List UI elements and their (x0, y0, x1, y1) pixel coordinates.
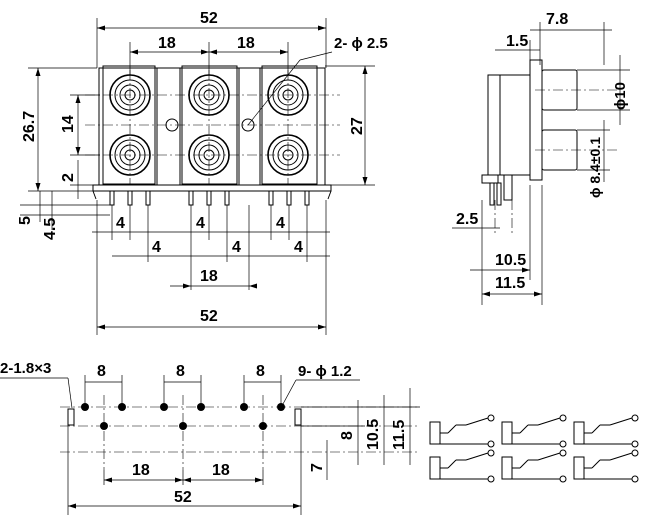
dim-base: 2 (60, 173, 77, 182)
slot-left (67, 408, 75, 426)
dim-pin-gap-a: 4 (116, 215, 125, 232)
dim-pcb-group-b: 18 (212, 462, 230, 479)
dim-pin-pitch: 18 (200, 268, 218, 285)
dim-pin-gap-f: 4 (294, 239, 303, 256)
dim-height: 26.7 (21, 111, 38, 142)
dim-pitch-left: 18 (158, 35, 176, 52)
dim-total-width: 52 (200, 308, 218, 325)
dim-pin-offset: 2.5 (456, 211, 478, 228)
dim-depth-a: 10.5 (495, 252, 526, 269)
schematic-jack-2 (429, 449, 495, 483)
dim-slot: 2-1.8×3 (0, 360, 51, 377)
dim-pcb-group-a: 18 (132, 462, 150, 479)
dim-pcb-pitch-c: 8 (256, 363, 265, 380)
dim-pcb-row-a: 8 (339, 431, 356, 440)
schematic (429, 414, 639, 483)
dim-body-height: 27 (349, 117, 366, 135)
dim-pcb-total: 52 (174, 489, 192, 506)
dim-pin-gap-b: 4 (152, 239, 161, 256)
dim-pitch-right: 18 (237, 35, 255, 52)
schematic-jack-1 (429, 414, 495, 448)
pins-center (188, 190, 230, 206)
dim-depth-b: 11.5 (495, 275, 525, 292)
dim-pin-gap-d: 4 (232, 239, 241, 256)
dim-inner-dia: ϕ 8.4±0.1 (587, 137, 603, 198)
dim-row-pitch: 14 (60, 115, 77, 133)
dim-pcb-pitch-b: 8 (176, 363, 185, 380)
dim-top-width: 52 (200, 10, 218, 27)
schematic-jack-6 (573, 449, 639, 483)
slot-right (294, 408, 302, 426)
dim-pcb-pitch-a: 8 (97, 363, 106, 380)
dim-pcb-offset: 7 (309, 463, 326, 472)
dim-pin-gap-c: 4 (196, 215, 205, 232)
schematic-jack-4 (501, 449, 567, 483)
schematic-jack-3 (501, 414, 567, 448)
dim-pin-len2: 4.5 (42, 218, 59, 240)
dim-flange: 1.5 (506, 33, 528, 50)
front-view: 52 18 18 2- ϕ 2.5 (17, 10, 388, 335)
dim-jack-dia: ϕ10 (612, 82, 629, 110)
schematic-jack-5 (573, 414, 639, 448)
dim-pin-gap-e: 4 (276, 215, 285, 232)
side-view: 7.8 1.5 ϕ10 ϕ 8.4±0.1 2.5 (452, 11, 630, 305)
pins-left (109, 190, 151, 206)
dim-hole-count: 9- ϕ 1.2 (298, 363, 352, 380)
dim-pcb-row-c: 11.5 (391, 420, 408, 450)
dim-pcb-row-b: 10.5 (365, 419, 382, 450)
dim-pin-len: 5 (17, 216, 34, 225)
dim-top: 7.8 (546, 11, 568, 28)
pins-right (268, 190, 310, 206)
dim-hole-callout: 2- ϕ 2.5 (334, 35, 388, 52)
pcb-layout: 2-1.8×3 8 8 8 9- ϕ 1.2 (0, 360, 420, 515)
